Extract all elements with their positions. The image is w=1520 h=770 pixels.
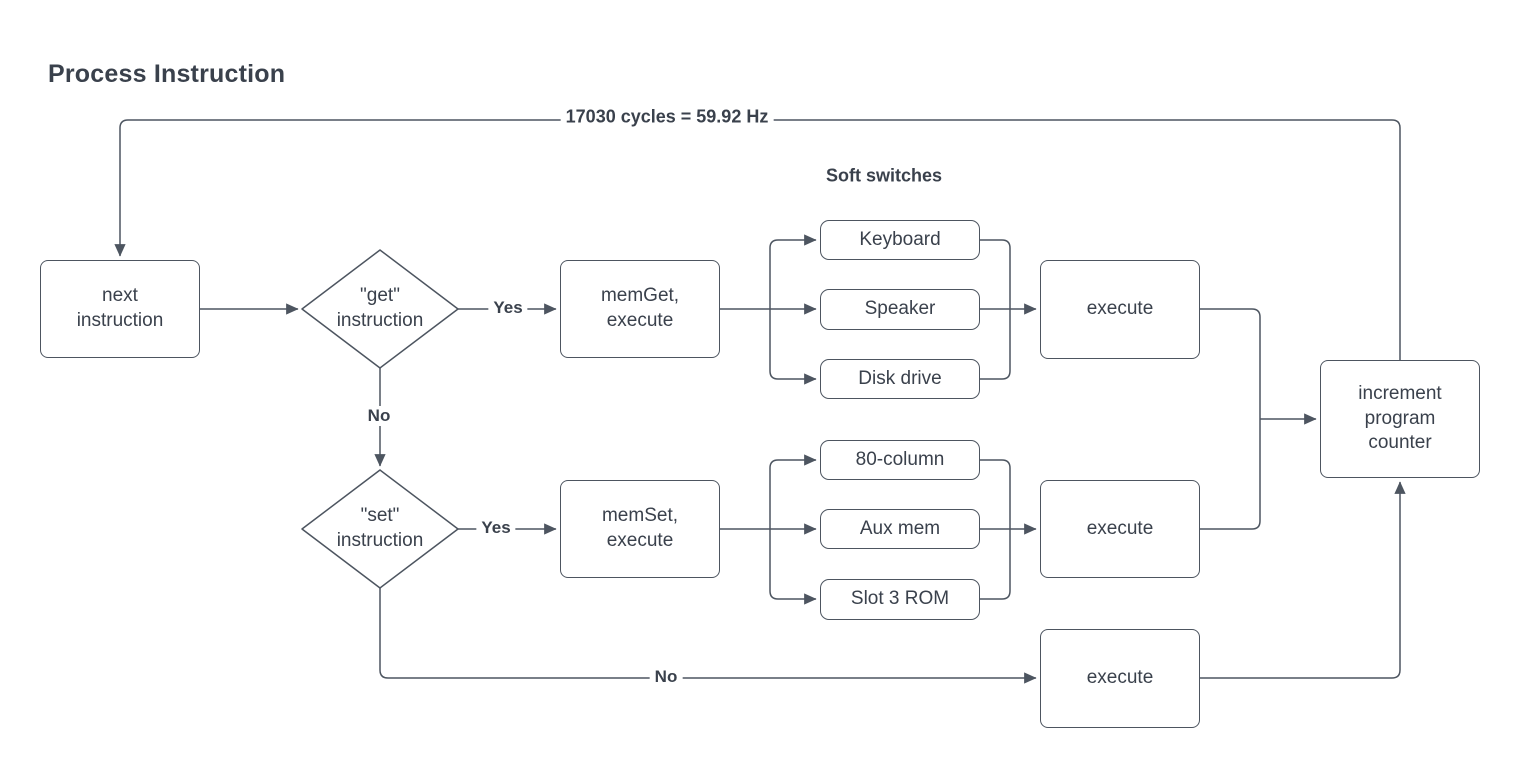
edge-80col-merge (980, 459, 1011, 529)
node-speaker-label: Speaker (864, 298, 936, 320)
node-increment-program-counter: increment program counter (1320, 360, 1480, 478)
node-disk-drive: Disk drive (820, 359, 980, 399)
node-memset-execute-label: memSet, execute (601, 505, 679, 551)
edge-slot3-merge (980, 529, 1011, 600)
node-disk-drive-label: Disk drive (858, 367, 942, 389)
edge-memset-to-slot3 (769, 529, 817, 605)
node-memget-execute-label: memGet, execute (600, 285, 680, 331)
node-execute-set-label: execute (1086, 517, 1154, 539)
node-execute-get: execute (1040, 260, 1200, 359)
node-slot-3-rom-label: Slot 3 ROM (850, 588, 950, 610)
edge-disk-merge (980, 309, 1011, 380)
node-keyboard-label: Keyboard (859, 228, 941, 250)
loop-cycles-label: 17030 cycles = 59.92 Hz (560, 106, 774, 128)
node-keyboard: Keyboard (820, 220, 980, 260)
node-next-instruction: next instruction (40, 260, 200, 358)
edge-memset-to-80col (769, 454, 817, 529)
edge-memget-to-keyboard (769, 234, 817, 309)
node-increment-program-counter-label: increment program counter (1358, 382, 1442, 454)
page-title: Process Instruction (48, 60, 286, 88)
node-aux-mem: Aux mem (820, 509, 980, 549)
node-execute-get-label: execute (1086, 298, 1154, 320)
set-no-label: No (649, 667, 683, 687)
node-memset-execute: memSet, execute (560, 480, 720, 578)
edge-memget-to-disk (769, 309, 817, 385)
edge-keyboard-merge (980, 239, 1011, 309)
edge-set-no (379, 588, 1037, 684)
node-aux-mem-label: Aux mem (859, 517, 941, 539)
node-execute-set: execute (1040, 480, 1200, 578)
node-execute-other-label: execute (1086, 667, 1154, 689)
get-decision-shape (301, 249, 459, 369)
node-memget-execute: memGet, execute (560, 260, 720, 358)
get-yes-label: Yes (488, 298, 528, 318)
set-decision-shape (301, 469, 459, 589)
edge-execute-other-to-increment (1200, 481, 1406, 679)
edge-loop-cycles (114, 119, 1401, 360)
edge-executes-merge (1200, 308, 1261, 530)
node-speaker: Speaker (820, 289, 980, 330)
node-80-column: 80-column (820, 440, 980, 480)
node-next-instruction-label: next instruction (76, 285, 164, 331)
node-execute-other: execute (1040, 629, 1200, 728)
node-slot-3-rom: Slot 3 ROM (820, 579, 980, 620)
node-80-column-label: 80-column (855, 448, 945, 470)
get-no-label: No (362, 406, 396, 426)
soft-switches-label: Soft switches (825, 165, 943, 186)
set-yes-label: Yes (476, 518, 516, 538)
